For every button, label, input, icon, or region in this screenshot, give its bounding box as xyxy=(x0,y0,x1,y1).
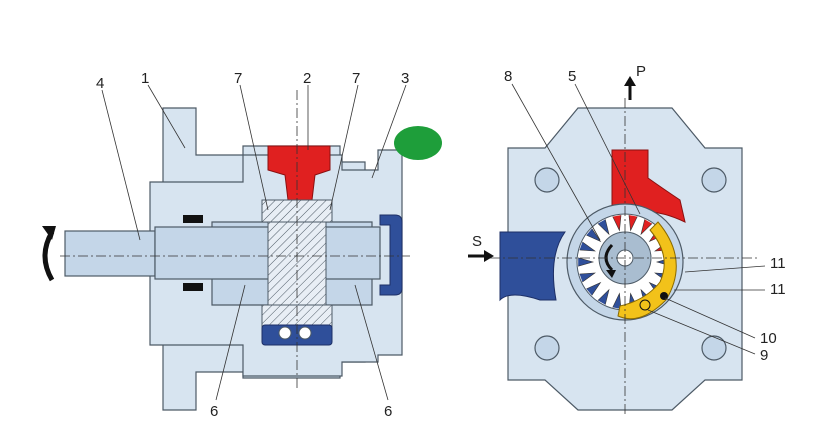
cover-seal xyxy=(379,214,403,296)
label-pressure: P xyxy=(636,63,646,80)
shaft-seal-bottom xyxy=(183,283,203,291)
gear-tooth xyxy=(597,219,610,236)
label-1: 1 xyxy=(141,70,149,87)
gear-tooth xyxy=(628,215,638,232)
label-2: 2 xyxy=(303,70,311,87)
label-9: 9 xyxy=(760,347,768,364)
label-6-left: 6 xyxy=(210,403,218,420)
side-section-view: 1 2 3 4 7 7 6 6 xyxy=(42,70,442,420)
label-suction: S xyxy=(472,233,482,250)
cross-section-view: 8 5 11 11 10 9 S P xyxy=(468,63,786,415)
filler-pin xyxy=(660,292,668,300)
drive-shaft xyxy=(64,230,156,277)
label-6-right: 6 xyxy=(384,403,392,420)
seal-ring-left xyxy=(278,326,292,340)
bolt-holes xyxy=(534,167,727,361)
label-11-bottom: 11 xyxy=(770,281,786,298)
rotation-arrow-icon xyxy=(42,230,55,282)
gear-tooth xyxy=(597,288,610,305)
label-7-left: 7 xyxy=(234,70,242,87)
gear-tooth xyxy=(586,281,602,296)
gear-tooth xyxy=(578,257,595,267)
shaft-seal-top xyxy=(183,215,203,223)
gear-tooth xyxy=(579,272,596,283)
gear-tooth xyxy=(579,241,596,252)
suction-channel xyxy=(499,231,566,302)
seal-ring-right xyxy=(298,326,312,340)
gear-tooth xyxy=(640,219,653,236)
label-5: 5 xyxy=(568,68,576,85)
filler-pin-2 xyxy=(639,299,651,311)
gear-tooth xyxy=(612,292,622,309)
gear-tooth xyxy=(612,215,622,232)
indicator-dot xyxy=(394,126,442,160)
label-10: 10 xyxy=(760,330,777,347)
label-8: 8 xyxy=(504,68,512,85)
label-3: 3 xyxy=(401,70,409,87)
label-4: 4 xyxy=(96,75,104,92)
label-11-top: 11 xyxy=(770,255,786,272)
label-7-right: 7 xyxy=(352,70,360,87)
gear-tooth xyxy=(586,228,602,243)
